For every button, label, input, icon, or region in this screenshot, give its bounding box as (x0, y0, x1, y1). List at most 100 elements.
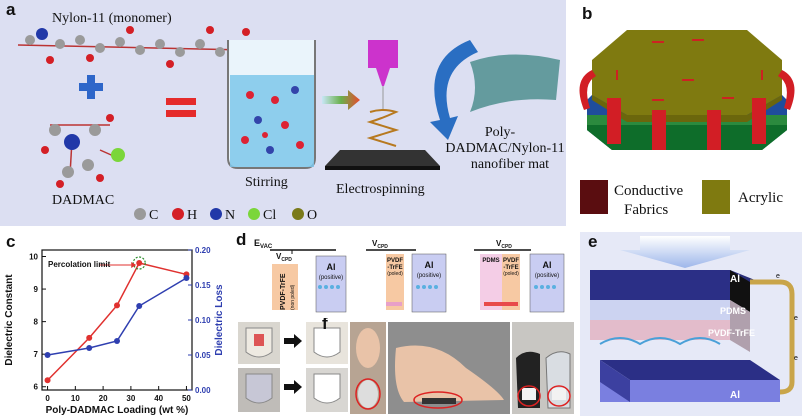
atom-legend: C H N Cl O (134, 208, 317, 223)
panel-label-e: e (588, 232, 598, 251)
non-poled-label: (non poled) (290, 284, 296, 310)
pvdf-short-3: PVDF (503, 258, 519, 264)
band-diagram: EVAC VCPD PVDF-TrFE (non poled) Al (posi… (236, 232, 576, 314)
vcpd-label-2: VCPD (372, 239, 388, 250)
panel-e: Al PDMS PVDF-TrFE Al e e e e (580, 232, 802, 416)
trfe-short-2: -TrFE (387, 265, 402, 271)
insole-photos (236, 318, 576, 416)
dadmac-molecule (41, 114, 125, 188)
trfe-short-3: -TrFE (503, 265, 518, 271)
panel-d: EVAC VCPD PVDF-TrFE (non poled) Al (posi… (236, 232, 576, 314)
band-diagram-1: EVAC VCPD PVDF-TrFE (non poled) Al (posi… (254, 238, 347, 313)
positive-label-2: (positive) (417, 273, 441, 279)
vcpd-label-1: VCPD (276, 252, 292, 263)
atom-legend-c: C (149, 208, 158, 223)
band-diagram-3: VCPD PDMS PVDF -TrFE (poled) Al (positiv… (474, 239, 565, 313)
percolation-circle (132, 256, 146, 270)
al-label-1: Al (327, 262, 336, 272)
right-tick-label-4: 0.20 (195, 246, 211, 255)
annotation-arrow-head (131, 262, 137, 269)
beaker-icon (227, 40, 316, 169)
positive-label-3: (positive) (535, 273, 559, 279)
legend-swatch-conductive (580, 180, 608, 214)
pvdf-label-1: PVDF-TrFE (280, 273, 287, 310)
electrospinning-icon (325, 40, 440, 170)
x-tick-label-5: 50 (182, 394, 191, 403)
mat-label-line3: nanofiber mat (471, 157, 549, 172)
al-label-2: Al (425, 260, 434, 270)
bottom-electrode: Al (600, 360, 780, 402)
pvdf-trfe-label: PVDF-TrFE (708, 328, 755, 338)
x-tick-label-0: 0 (45, 394, 50, 403)
poled-label-3: (poled) (503, 271, 519, 277)
pvdf-short-2: PVDF (387, 258, 403, 264)
left-tick-label-2: 8 (34, 318, 39, 327)
vcpd-label-3: VCPD (496, 239, 512, 250)
band-diagram-2: VCPD PVDF -TrFE (poled) Al (positive) (366, 239, 447, 313)
top-electrode: Al (590, 270, 765, 312)
electron-label-3: e (794, 355, 798, 362)
atom-legend-cl: Cl (263, 208, 276, 223)
left-tick-label-3: 9 (34, 285, 39, 294)
equals-icon (166, 98, 196, 117)
x-tick-label-2: 20 (99, 394, 108, 403)
atom-legend-n: N (225, 208, 235, 223)
process-arrow-icon (322, 90, 360, 110)
chart-plot-area (41, 249, 193, 391)
chart-annotation: Percolation limit (48, 260, 111, 269)
al-top-label: Al (730, 274, 740, 285)
left-tick-label-4: 10 (29, 253, 38, 262)
dielectric-layer: PDMS PVDF-TrFE (590, 300, 755, 352)
mat-label-line2: DADMAC/Nylon-11 (445, 141, 564, 156)
series-1-point-3 (136, 303, 143, 309)
series-0-point-0 (44, 377, 51, 384)
panel-label-b: b (582, 4, 593, 23)
panel-b: Conductive Fabrics Acrylic b (572, 0, 802, 226)
nanofiber-mat-icon (470, 54, 560, 112)
octagon-device (579, 30, 795, 150)
al-bottom-label: Al (730, 390, 740, 401)
panel-label-c: c (6, 232, 16, 251)
series-0-point-1 (86, 334, 93, 341)
pdms-label: PDMS (720, 306, 746, 316)
panel-label-d: d (236, 232, 247, 249)
electron-label-2: e (794, 315, 798, 322)
legend-acrylic: Acrylic (738, 190, 783, 206)
al-label-3: Al (543, 260, 552, 270)
left-tick-label-1: 7 (34, 350, 39, 359)
stirring-label: Stirring (245, 175, 288, 190)
chart-x-label: Poly-DADMAC Loading (wt %) (46, 405, 189, 416)
panel-a: Nylon-11 (monomer) DADMAC (0, 0, 566, 226)
circuit-wire (750, 279, 795, 395)
positive-label-1: (positive) (319, 275, 343, 281)
atom-legend-o: O (307, 208, 317, 223)
electrospinning-label: Electrospinning (336, 182, 425, 197)
poled-label-2: (poled) (387, 271, 403, 277)
series-1-point-1 (86, 345, 93, 351)
right-tick-label-0: 0.00 (195, 386, 211, 395)
mat-label-line1: Poly- (485, 125, 516, 140)
x-tick-label-1: 10 (71, 394, 80, 403)
device-schematic: Al PDMS PVDF-TrFE Al e e e (580, 232, 802, 416)
right-tick-label-2: 0.10 (195, 316, 211, 325)
x-tick-label-4: 40 (154, 394, 163, 403)
legend-conductive-line1: Conductive (614, 183, 683, 199)
x-tick-label-3: 30 (126, 394, 135, 403)
evac-label: EVAC (254, 238, 273, 250)
chart-right-axis-label: Dielectric Loss (214, 284, 225, 356)
pdms-label-3: PDMS (482, 258, 499, 264)
curved-arrow-icon (430, 40, 478, 140)
chart-left-axis-label: Dielectric Constant (4, 274, 15, 366)
legend-swatch-acrylic (702, 180, 730, 214)
series-0-point-2 (114, 302, 120, 309)
series-1-point-2 (114, 338, 120, 344)
panel-label-a: a (6, 0, 16, 19)
electron-label-1: e (776, 273, 780, 280)
left-tick-label-0: 6 (34, 383, 39, 392)
panel-f: f (236, 318, 576, 416)
series-0-point-3 (136, 260, 143, 267)
panel-b-illustration: Conductive Fabrics Acrylic (572, 0, 802, 226)
nylon-monomer-label: Nylon-11 (monomer) (52, 11, 172, 26)
series-1-point-0 (44, 352, 51, 358)
